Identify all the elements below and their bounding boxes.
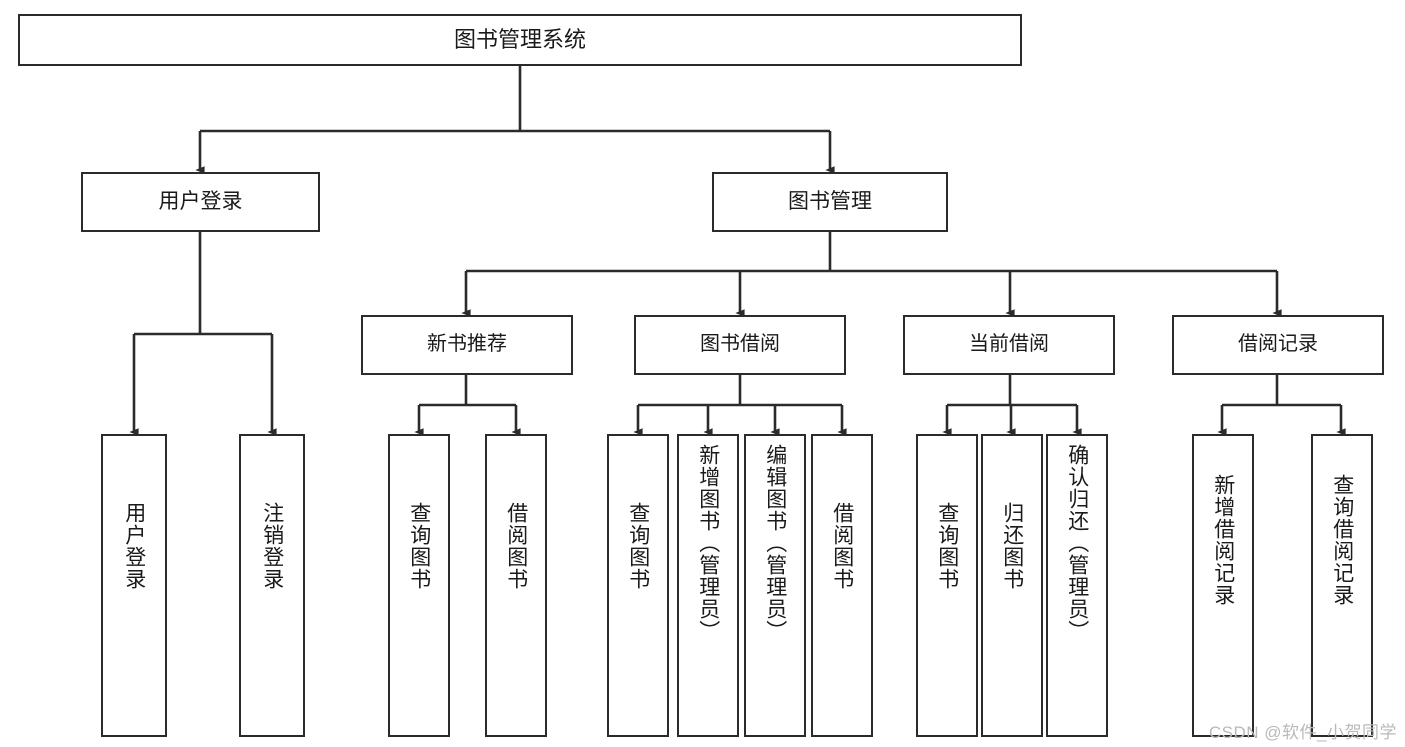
node-label: 编辑图书（管理员） [763,444,787,642]
csdn-watermark: CSDN @软件_小贺同学 [1208,723,1397,742]
leaf-borrow-add-book[interactable]: 新增图书（管理员） [677,434,739,737]
node-label: 用户登录 [158,189,243,213]
node-label: 图书管理系统 [453,27,586,53]
node-root-system[interactable]: 图书管理系统 [18,14,1022,66]
node-label: 图书借阅 [700,333,780,356]
leaf-borrow-edit-book[interactable]: 编辑图书（管理员） [744,434,806,737]
node-label: 注销登录 [260,502,284,590]
node-label: 确认归还（管理员） [1065,444,1089,642]
node-book-management[interactable]: 图书管理 [712,172,948,232]
node-label: 用户登录 [122,502,146,590]
leaf-new-book-borrow[interactable]: 借阅图书 [485,434,547,737]
node-user-login[interactable]: 用户登录 [81,172,320,232]
leaf-record-add[interactable]: 新增借阅记录 [1192,434,1254,737]
node-borrow-record[interactable]: 借阅记录 [1172,315,1384,375]
leaf-current-return-book[interactable]: 归还图书 [981,434,1043,737]
node-label: 借阅记录 [1238,333,1318,356]
node-current-borrow[interactable]: 当前借阅 [903,315,1115,375]
node-label: 新增借阅记录 [1211,474,1235,606]
leaf-record-query[interactable]: 查询借阅记录 [1311,434,1373,737]
node-label: 查询借阅记录 [1330,474,1354,606]
node-label: 新增图书（管理员） [696,444,720,642]
leaf-new-book-query[interactable]: 查询图书 [388,434,450,737]
leaf-current-confirm-return[interactable]: 确认归还（管理员） [1046,434,1108,737]
leaf-borrow-query-book[interactable]: 查询图书 [607,434,669,737]
node-label: 归还图书 [1000,502,1024,590]
node-label: 当前借阅 [969,333,1049,356]
leaf-borrow-borrow-book[interactable]: 借阅图书 [811,434,873,737]
leaf-user-login-logout[interactable]: 注销登录 [239,434,305,737]
leaf-user-login-login[interactable]: 用户登录 [101,434,167,737]
node-label: 查询图书 [407,502,431,590]
node-label: 新书推荐 [427,333,507,356]
leaf-current-query-book[interactable]: 查询图书 [916,434,978,737]
node-label: 借阅图书 [830,502,854,590]
node-book-borrow[interactable]: 图书借阅 [634,315,846,375]
node-label: 查询图书 [626,502,650,590]
node-new-book-recommend[interactable]: 新书推荐 [361,315,573,375]
node-label: 查询图书 [935,502,959,590]
node-label: 图书管理 [788,189,872,213]
node-label: 借阅图书 [504,502,528,590]
